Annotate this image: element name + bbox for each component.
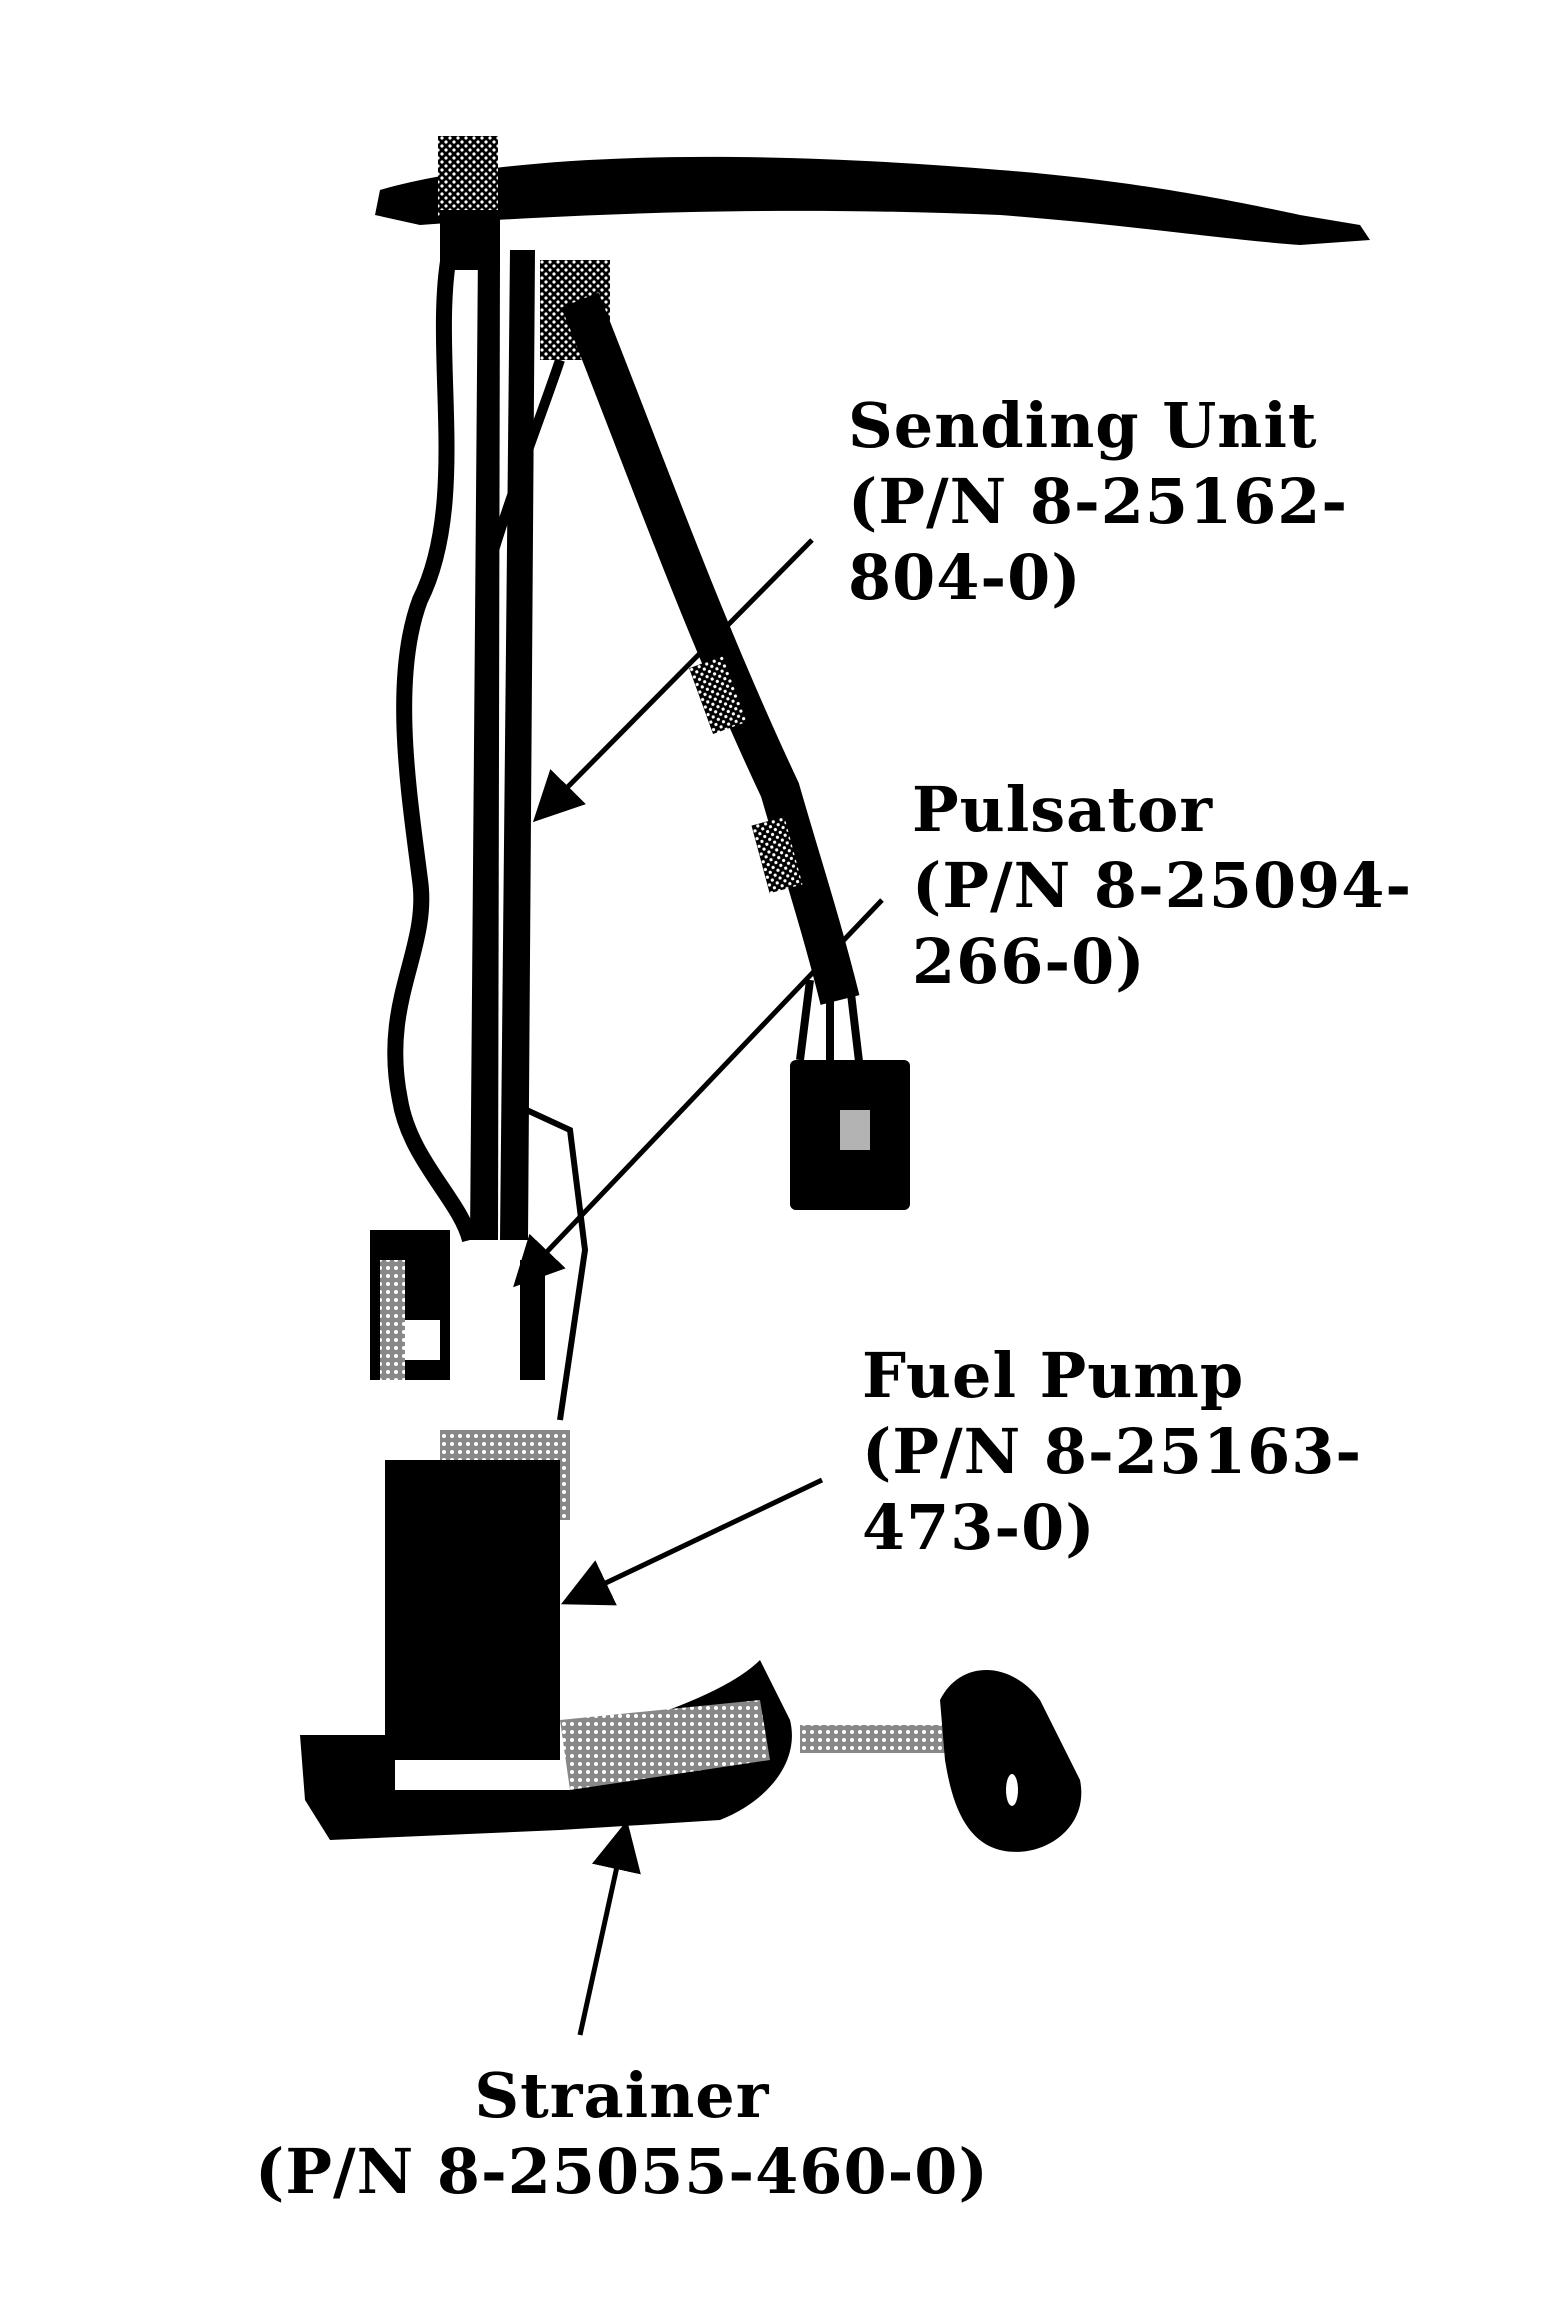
fuel-pump-name: Fuel Pump <box>862 1339 1245 1412</box>
strainer-name: Strainer <box>474 2059 770 2132</box>
feed-tube <box>470 250 610 1240</box>
pulsator-body <box>370 1097 589 1421</box>
pulsator-pn-line1: (P/N 8-25094- <box>912 849 1413 922</box>
arrow-strainer <box>577 1820 641 2036</box>
arrow-fuel-pump <box>560 1477 824 1606</box>
sending-unit-name: Sending Unit <box>848 389 1318 462</box>
fuel-pump-body <box>385 1430 570 1760</box>
fuel-pump-label: Fuel Pump (P/N 8-25163- 473-0) <box>862 1338 1362 1566</box>
connector <box>790 1060 910 1210</box>
wire-harness <box>561 292 864 1080</box>
arrow-sending-unit <box>532 538 814 823</box>
pulsator-name: Pulsator <box>912 773 1213 846</box>
strainer-body <box>300 1660 792 1840</box>
sending-unit-label: Sending Unit (P/N 8-25162- 804-0) <box>848 388 1348 616</box>
strainer-label: Strainer (P/N 8-25055-460-0) <box>255 2058 989 2210</box>
sending-unit-pn-line2: 804-0) <box>848 541 1082 614</box>
arrow-pulsator <box>513 898 884 1288</box>
pulsator-label: Pulsator (P/N 8-25094- 266-0) <box>912 772 1412 1000</box>
pulsator-pn-line2: 266-0) <box>912 925 1146 998</box>
leader-arrows <box>513 538 884 2036</box>
float-assembly <box>800 1670 1082 1852</box>
return-line <box>387 248 478 1243</box>
sending-unit-pn-line1: (P/N 8-25162- <box>848 465 1349 538</box>
strainer-pn-line1: (P/N 8-25055-460-0) <box>255 2135 989 2208</box>
fuel-pump-pn-line1: (P/N 8-25163- <box>862 1415 1363 1488</box>
flange-plate <box>375 136 1370 270</box>
fuel-pump-pn-line2: 473-0) <box>862 1491 1096 1564</box>
